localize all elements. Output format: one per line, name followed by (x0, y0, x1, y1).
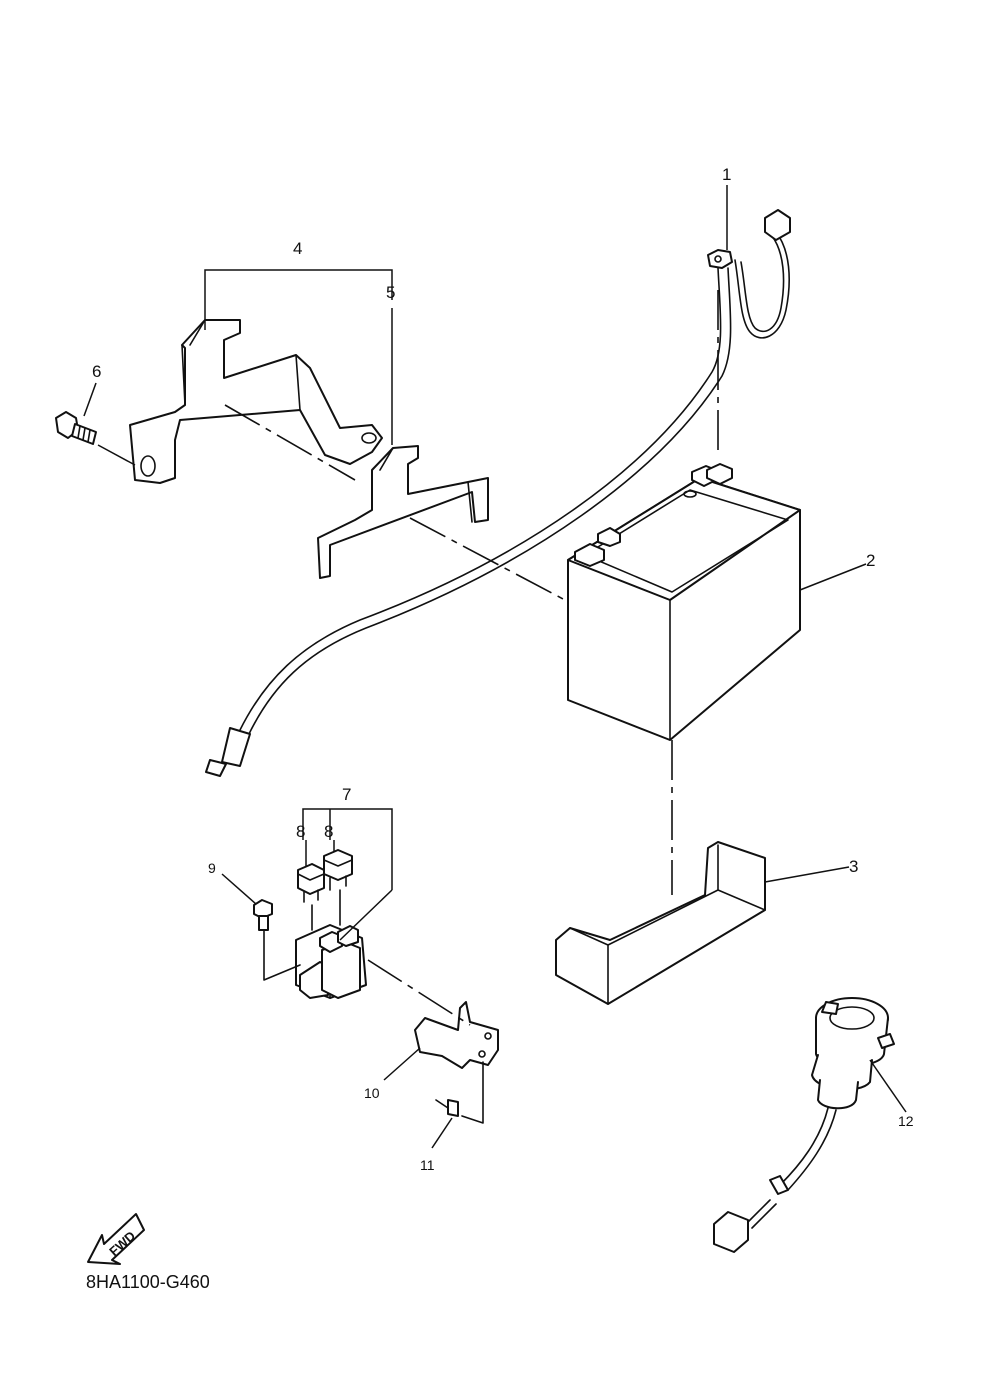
diagram-part-code: 8HA1100-G460 (86, 1272, 210, 1292)
rivet-11 (435, 1099, 459, 1117)
dc-socket (713, 997, 895, 1253)
relay-bracket (414, 1001, 499, 1069)
callout-12: 12 (898, 1113, 914, 1129)
callout-2: 2 (866, 551, 875, 570)
callout-6: 6 (92, 362, 101, 381)
starter-relay (295, 924, 367, 999)
callout-1: 1 (722, 165, 731, 184)
fuse-8a (297, 863, 325, 903)
callout-3: 3 (849, 857, 858, 876)
callout-8a: 8 (296, 822, 305, 841)
callout-9: 9 (208, 860, 216, 876)
callout-11: 11 (420, 1157, 435, 1173)
battery-bracket-lower (317, 445, 489, 579)
battery-bracket-upper (129, 319, 383, 484)
callout-8b: 8 (324, 822, 333, 841)
screw-9 (253, 899, 273, 931)
callout-10: 10 (364, 1085, 380, 1101)
callout-4: 4 (293, 239, 302, 258)
callout-5: 5 (386, 283, 395, 302)
fwd-arrow: FWD (87, 1213, 145, 1265)
fuse-8b (323, 849, 353, 891)
battery-tray (555, 841, 766, 1005)
battery-cable (205, 209, 791, 777)
bolt-6 (55, 411, 97, 445)
battery (567, 463, 801, 741)
callout-7: 7 (342, 785, 351, 804)
